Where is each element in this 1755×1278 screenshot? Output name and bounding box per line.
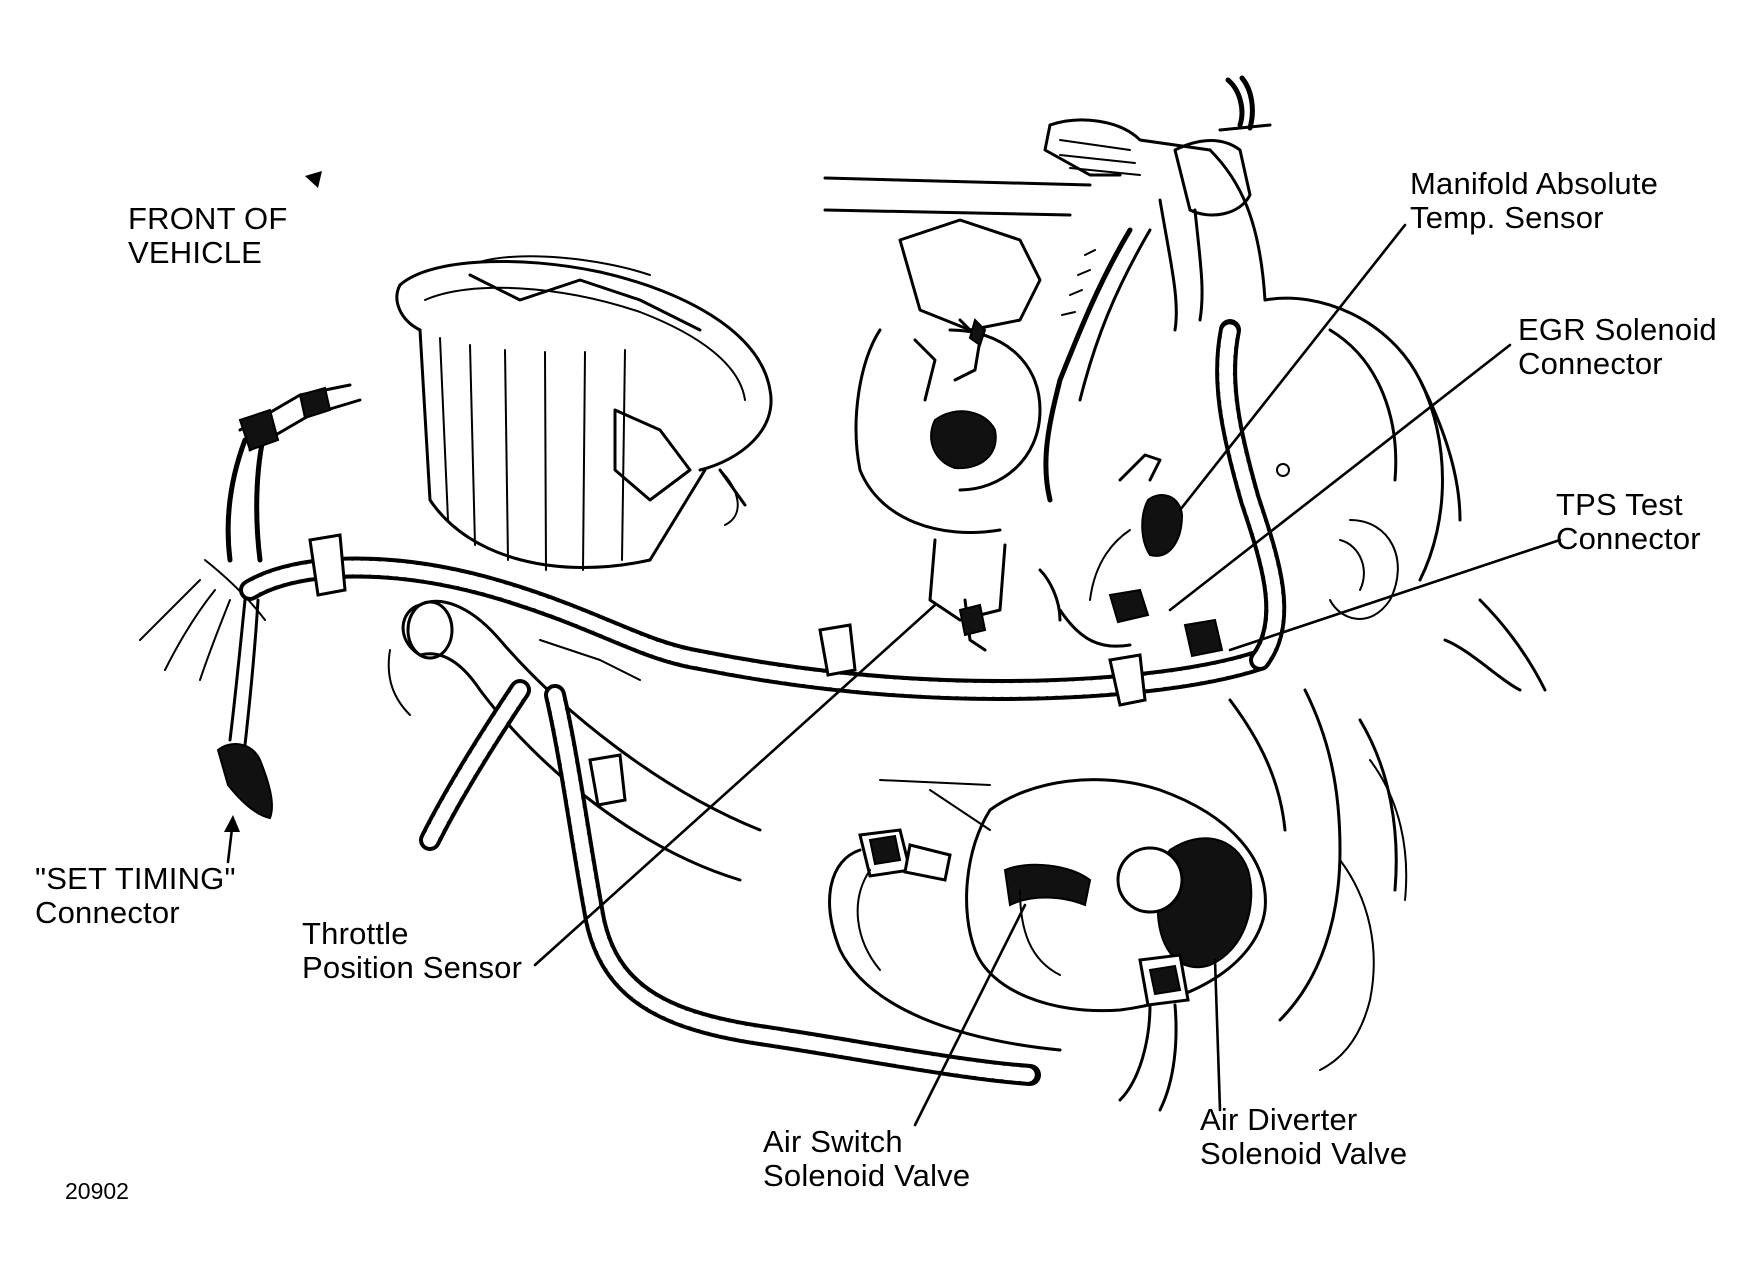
figure-number: 20902 [65,1178,129,1204]
leader-lines [224,223,1562,1127]
front-direction-arrow [305,171,322,188]
air-intake-hose [387,599,762,882]
throttle-body-cluster [854,218,1132,652]
label-throttle-position-sensor: Throttle Position Sensor [302,916,523,985]
leader-egr-solenoid-connector [1168,343,1512,612]
label-egr-solenoid-connector: EGR Solenoid Connector [1518,312,1717,381]
label-tps-test-connector: TPS Test Connector [1556,487,1701,556]
label-air-switch-solenoid-valve: Air Switch Solenoid Valve [763,1124,971,1193]
air-switch-connector [828,828,1062,1052]
set-timing-harness [139,383,362,820]
leader-manifold-absolute-temp-sensor [1178,223,1407,512]
leader-air-switch-solenoid-valve [913,903,1027,1127]
label-front-of-vehicle: FRONT OF VEHICLE [128,201,288,270]
label-set-timing-connector: "SET TIMING" Connector [35,861,236,930]
leader-air-diverter-solenoid-valve [1213,958,1222,1112]
leader-tps-test-connector [1228,538,1562,652]
main-wiring-harness [239,319,1287,707]
label-manifold-absolute-temp-sensor: Manifold Absolute Temp. Sensor [1410,166,1659,235]
egr-tps-connector-group [1089,453,1224,658]
air-diverter-connector [1118,953,1190,1112]
leader-throttle-position-sensor [533,603,937,967]
label-air-diverter-solenoid-valve: Air Diverter Solenoid Valve [1200,1102,1408,1171]
lower-harness-loop [419,679,1041,1086]
air-cleaner-housing [395,255,773,571]
set-timing-arrowhead [224,815,240,832]
map-sensor-assembly [1043,75,1272,503]
air-pump-assembly [879,688,1408,1071]
intake-manifold [823,118,1547,692]
